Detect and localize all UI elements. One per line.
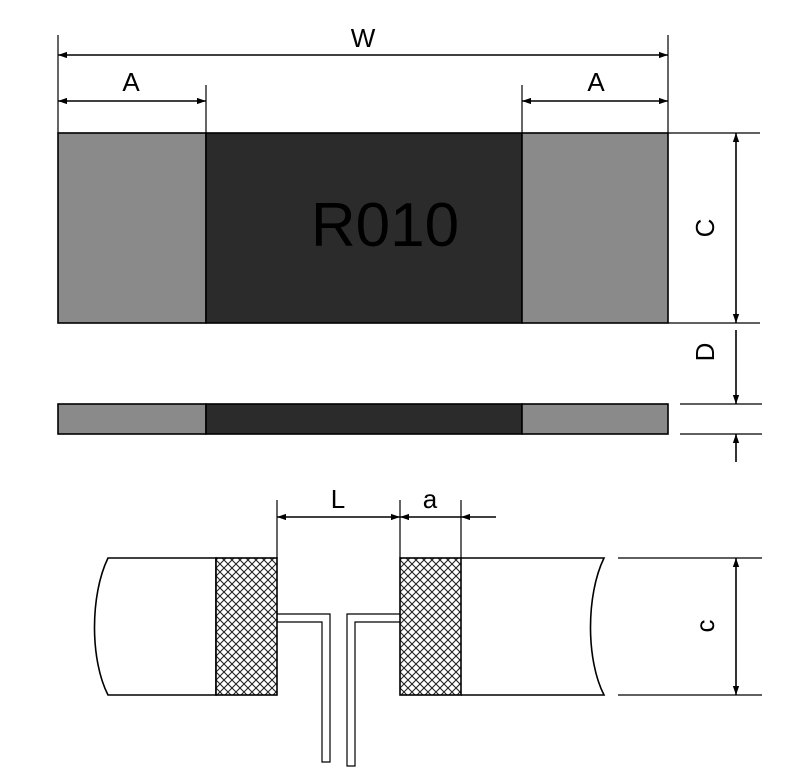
label-d: D: [690, 343, 720, 362]
left-terminal: [57, 132, 207, 324]
dimension-l: L: [276, 484, 401, 558]
label-a-pad: a: [423, 484, 438, 514]
top-view: R010: [57, 132, 669, 324]
marking-text: R010: [311, 191, 459, 260]
left-trace: [277, 613, 331, 763]
right-terminal: [521, 132, 669, 324]
side-view: [57, 403, 669, 435]
dimension-w: W: [57, 23, 669, 133]
dimension-a-right: A: [521, 67, 668, 133]
label-l: L: [331, 484, 345, 514]
side-body: [205, 403, 523, 435]
label-c-upper: C: [690, 219, 720, 238]
label-a-right: A: [587, 67, 605, 97]
label-c-lower: c: [690, 620, 720, 633]
left-pad: [215, 557, 278, 696]
resistor-body: [205, 132, 523, 324]
dimension-d: D: [680, 330, 762, 462]
side-left-terminal: [57, 403, 207, 435]
dimension-a-pad: a: [400, 484, 496, 558]
pad-layout: [93, 557, 606, 767]
dimension-a-left: A: [58, 67, 207, 133]
right-board-outline: [461, 557, 606, 696]
right-trace: [346, 613, 400, 767]
side-right-terminal: [521, 403, 669, 435]
right-pad: [399, 557, 462, 696]
dimension-c-lower: c: [618, 557, 762, 696]
label-a-left: A: [122, 67, 140, 97]
left-board-outline: [93, 557, 217, 696]
dimension-c-upper: C: [668, 132, 760, 324]
label-w: W: [351, 23, 376, 53]
